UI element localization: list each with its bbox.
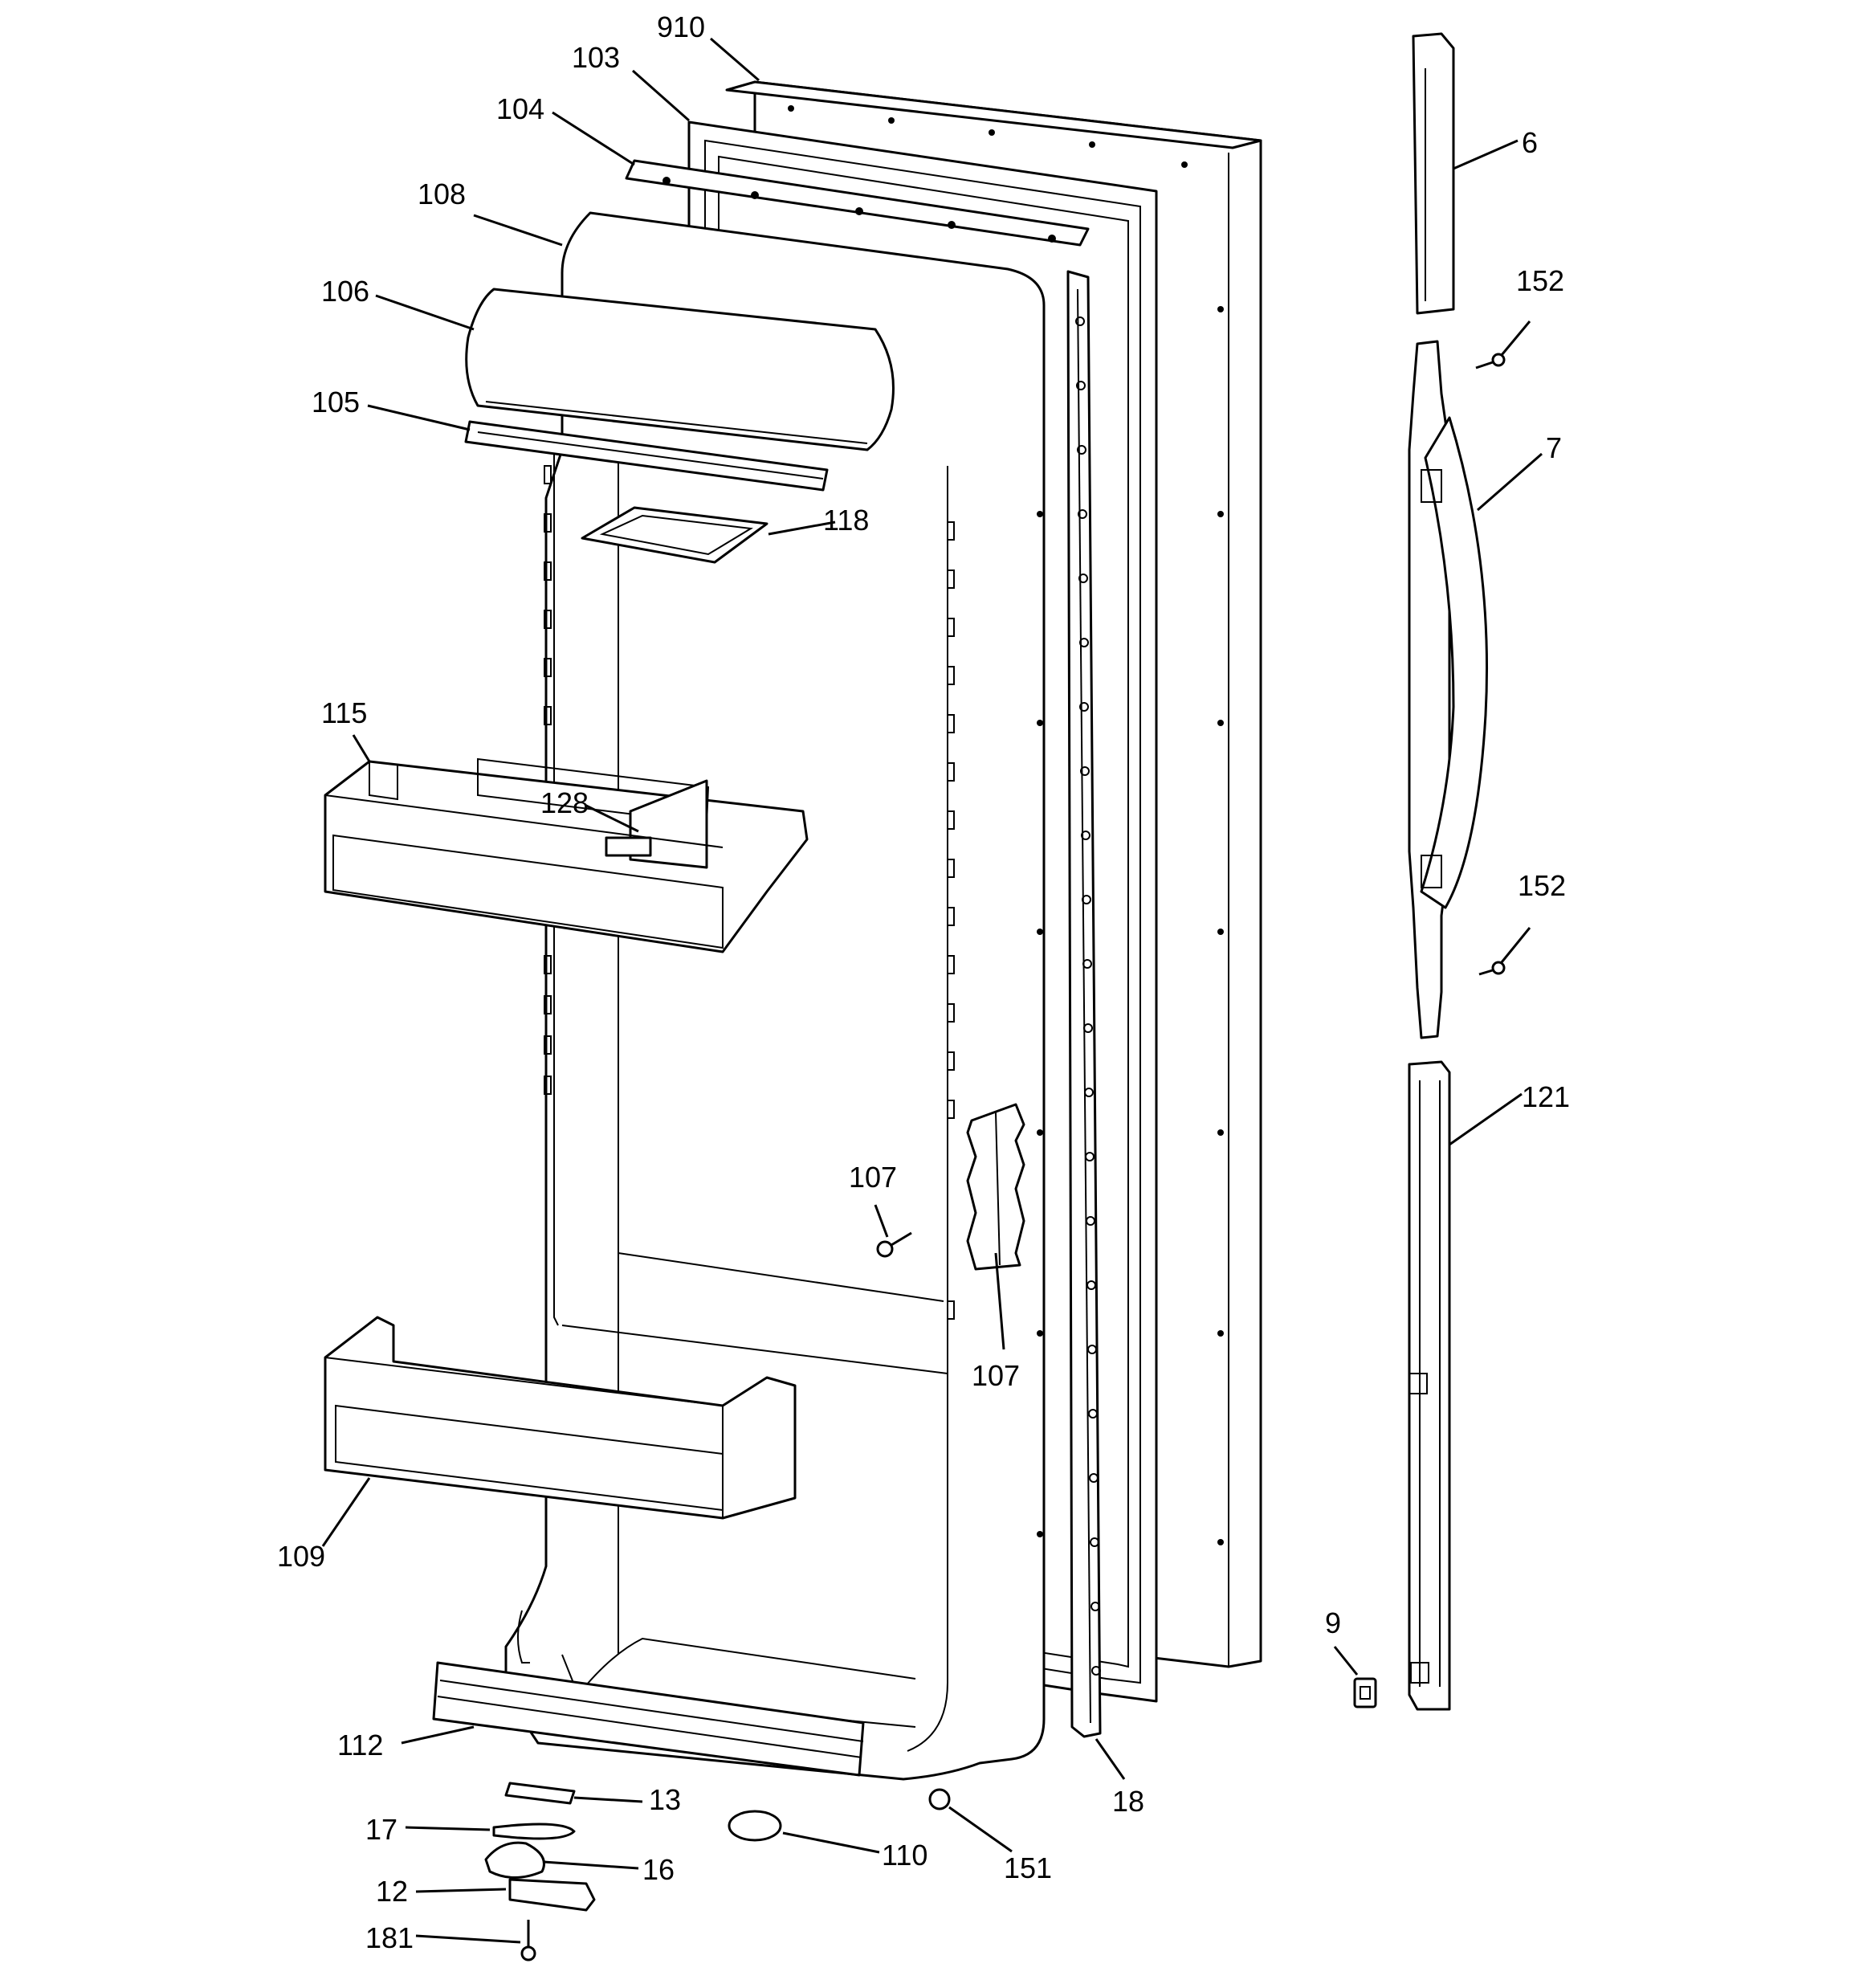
liner-clip — [966, 1103, 1025, 1271]
hinge-screw — [520, 1920, 536, 1961]
callout-910: 910 — [657, 10, 705, 43]
liner-screw — [876, 1231, 912, 1258]
callout-12: 12 — [376, 1875, 408, 1908]
callout-108: 108 — [418, 178, 466, 210]
light-shield — [581, 506, 768, 564]
callout-181: 181 — [365, 1921, 414, 1954]
callout-17: 17 — [365, 1813, 397, 1846]
button-cover — [1353, 1677, 1377, 1708]
callout-128: 128 — [540, 786, 589, 819]
callout-9: 9 — [1325, 1606, 1341, 1639]
hinge-plate — [504, 1782, 576, 1805]
liner-shelf-slots — [544, 465, 955, 1320]
dairy-compartment-door — [465, 288, 895, 451]
door-inner-strip — [1066, 270, 1102, 1738]
hinge-bracket — [508, 1878, 596, 1912]
callout-152a: 152 — [1516, 264, 1564, 297]
handle-top-cap — [1412, 32, 1455, 315]
callout-labels: 910 103 104 108 106 105 118 115 128 107 … — [277, 10, 1570, 1954]
callout-112: 112 — [337, 1729, 383, 1761]
callout-115: 115 — [321, 696, 367, 729]
callout-107b: 107 — [972, 1359, 1020, 1392]
callout-151: 151 — [1004, 1851, 1052, 1884]
bottom-trim — [432, 1661, 865, 1777]
door-screw-151 — [928, 1788, 951, 1810]
leader-lines — [321, 37, 1543, 1944]
upper-door-bin — [324, 757, 809, 953]
callout-106: 106 — [321, 275, 369, 308]
callout-18: 18 — [1112, 1785, 1144, 1818]
callout-104: 104 — [496, 92, 544, 125]
callout-118: 118 — [823, 504, 869, 537]
callout-13: 13 — [649, 1783, 681, 1816]
callout-109: 109 — [277, 1540, 325, 1573]
lower-door-bin — [324, 1316, 797, 1520]
callout-110: 110 — [882, 1839, 927, 1872]
callout-105: 105 — [312, 386, 360, 418]
callout-6: 6 — [1522, 126, 1538, 159]
callout-152b: 152 — [1518, 869, 1566, 902]
handle-screw-lower — [1478, 961, 1506, 976]
dairy-hinge-bar — [464, 420, 829, 492]
callout-7: 7 — [1546, 431, 1562, 464]
callout-107a: 107 — [849, 1161, 897, 1194]
hinge-shim — [492, 1823, 576, 1840]
strip-holes — [1075, 316, 1101, 1676]
callout-16: 16 — [642, 1853, 675, 1886]
callout-103: 103 — [572, 41, 620, 74]
cap-strip — [625, 159, 1090, 247]
handle-trim — [1408, 1060, 1451, 1711]
callout-121: 121 — [1522, 1080, 1570, 1113]
door-stop — [728, 1810, 782, 1842]
door-handle — [1408, 340, 1489, 1039]
hinge-bushing — [484, 1841, 545, 1879]
handle-screw-upper — [1475, 353, 1506, 369]
